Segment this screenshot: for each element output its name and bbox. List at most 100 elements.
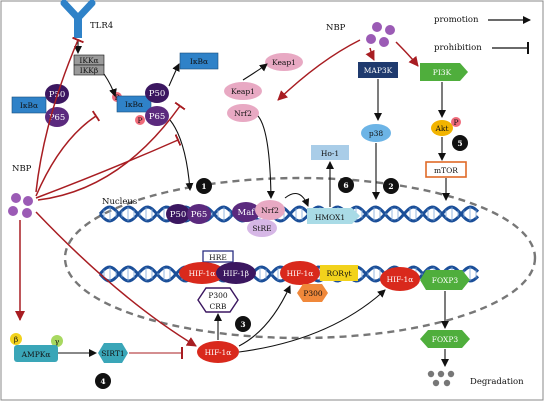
ampka-label: AMPKα [21,350,51,359]
hif1b-label: HIF-1β [223,269,249,278]
sirt1-label: SIRT1 [101,349,124,358]
ho1-box [311,145,349,160]
nbp-top-label: NBP [326,23,346,33]
foxp3-dna-hexagon [420,270,470,290]
maf-label: Maf [238,208,256,218]
step-2-label: 2 [388,182,393,191]
ikba-left-label: IκBα [20,101,38,110]
phospho-2-dot [135,115,145,125]
step-3-label: 3 [240,320,245,329]
hif1a-dna-label: HIF-1α [189,269,216,278]
p50-dna-oval [166,204,190,224]
p300-ror-hexagon [297,284,328,302]
foxp3-out-label: FOXP3 [432,335,459,344]
phospho-2-label: P [137,116,142,125]
foxp3-out-hexagon [420,330,470,348]
legend-promotion-label: promotion [434,15,479,25]
step-5-label: 5 [457,139,462,148]
step-4-marker [95,373,111,389]
hif1a-ror-oval [280,261,320,285]
p65-dna-label: P65 [191,210,208,220]
degradation-label: Degradation [470,377,524,387]
sirt1-hexagon [98,343,128,363]
step-6-label: 6 [343,181,348,190]
beta-label: β [14,335,18,344]
keap1-label: Keap1 [231,87,255,96]
degradation-dots-icon [427,370,455,387]
ikba-mid-box [116,95,152,113]
ikkb-label: IKKβ [80,66,99,75]
dna-helix-upper [98,205,480,223]
hif1a-out-label: HIF-1α [205,348,232,357]
beta-subunit-dot [10,333,22,345]
nrf2-label: Nrf2 [234,109,252,118]
gamma-label: γ [55,337,60,346]
ikba-left-box [11,96,47,114]
p38-label: p38 [369,129,384,138]
mtor-box [425,161,467,178]
step-1-label: 1 [201,182,206,191]
step-6-marker [338,177,354,193]
ikka-label: IKKα [79,56,98,65]
nbp-top-molecules-icon [366,22,395,47]
ikba-free-label: IκBα [190,57,208,66]
p65-left-label: P65 [49,113,66,123]
step-2-marker [383,178,399,194]
hif1b-oval [216,262,256,284]
rorgt-label: RORγt [327,269,352,278]
p50-mid-oval [145,83,169,103]
dna-helix-upper-strand-2 [98,205,480,223]
p65-left-oval [45,107,69,127]
nucleus-membrane [63,176,537,340]
p50-dna-label: P50 [170,210,187,220]
dna-helix-upper-strand-1 [98,205,480,223]
nbp-effect-arrows [15,36,419,347]
p65-dna-oval [187,204,211,224]
hif1a-foxp3-label: HIF-1α [387,275,414,284]
tlr4-receptor-icon [60,0,96,38]
hmox1-box [307,208,360,224]
p300-ror-label: P300 [303,289,323,298]
legend: promotion prohibition [434,15,531,54]
nrf2-dna-oval [255,200,285,220]
p300-crb-hexagon [197,287,239,313]
p50-mid-label: P50 [149,89,166,99]
akt-label: Akt [435,124,449,133]
tlr4-label: TLR4 [90,21,113,31]
pi3k-label: PI3K [433,68,452,77]
hif1a-foxp3-oval [380,267,420,291]
ampka-box [14,345,58,362]
stre-oval [247,219,277,237]
p65-mid-label: P65 [149,112,166,122]
keap1-oval [224,82,262,100]
legend-prohibition-label: prohibition [434,43,482,53]
step-5-marker [452,135,468,151]
step-1-marker [196,178,212,194]
phospho-akt-label: P [453,118,458,127]
p65-mid-oval [145,106,169,126]
ho1-label: Ho-1 [321,149,339,158]
ikba-mid-label: IκBα [125,100,143,109]
hre-box [202,250,234,263]
stre-label: StRE [252,224,271,233]
ikkb-box [73,64,105,76]
step-4-label: 4 [100,377,105,386]
p300-crb-label: P300 [208,291,228,300]
map3k-box [358,62,398,78]
nucleus-label: Nucleus [102,197,137,207]
crb-label: CRB [210,302,227,311]
nbp-left-label: NBP [12,164,32,174]
phospho-akt-dot [451,117,461,127]
hif1a-dna-oval [179,262,225,284]
nbp-left-molecules-icon [8,193,33,218]
maf-oval [232,202,260,222]
akt-oval [431,120,453,136]
gamma-subunit-dot [51,335,63,347]
step-markers: 1 2 3 4 5 6 [95,135,468,389]
keap1-top-oval [265,53,303,71]
hre-label: HRE [209,253,227,262]
keap1-top-label: Keap1 [272,58,296,67]
